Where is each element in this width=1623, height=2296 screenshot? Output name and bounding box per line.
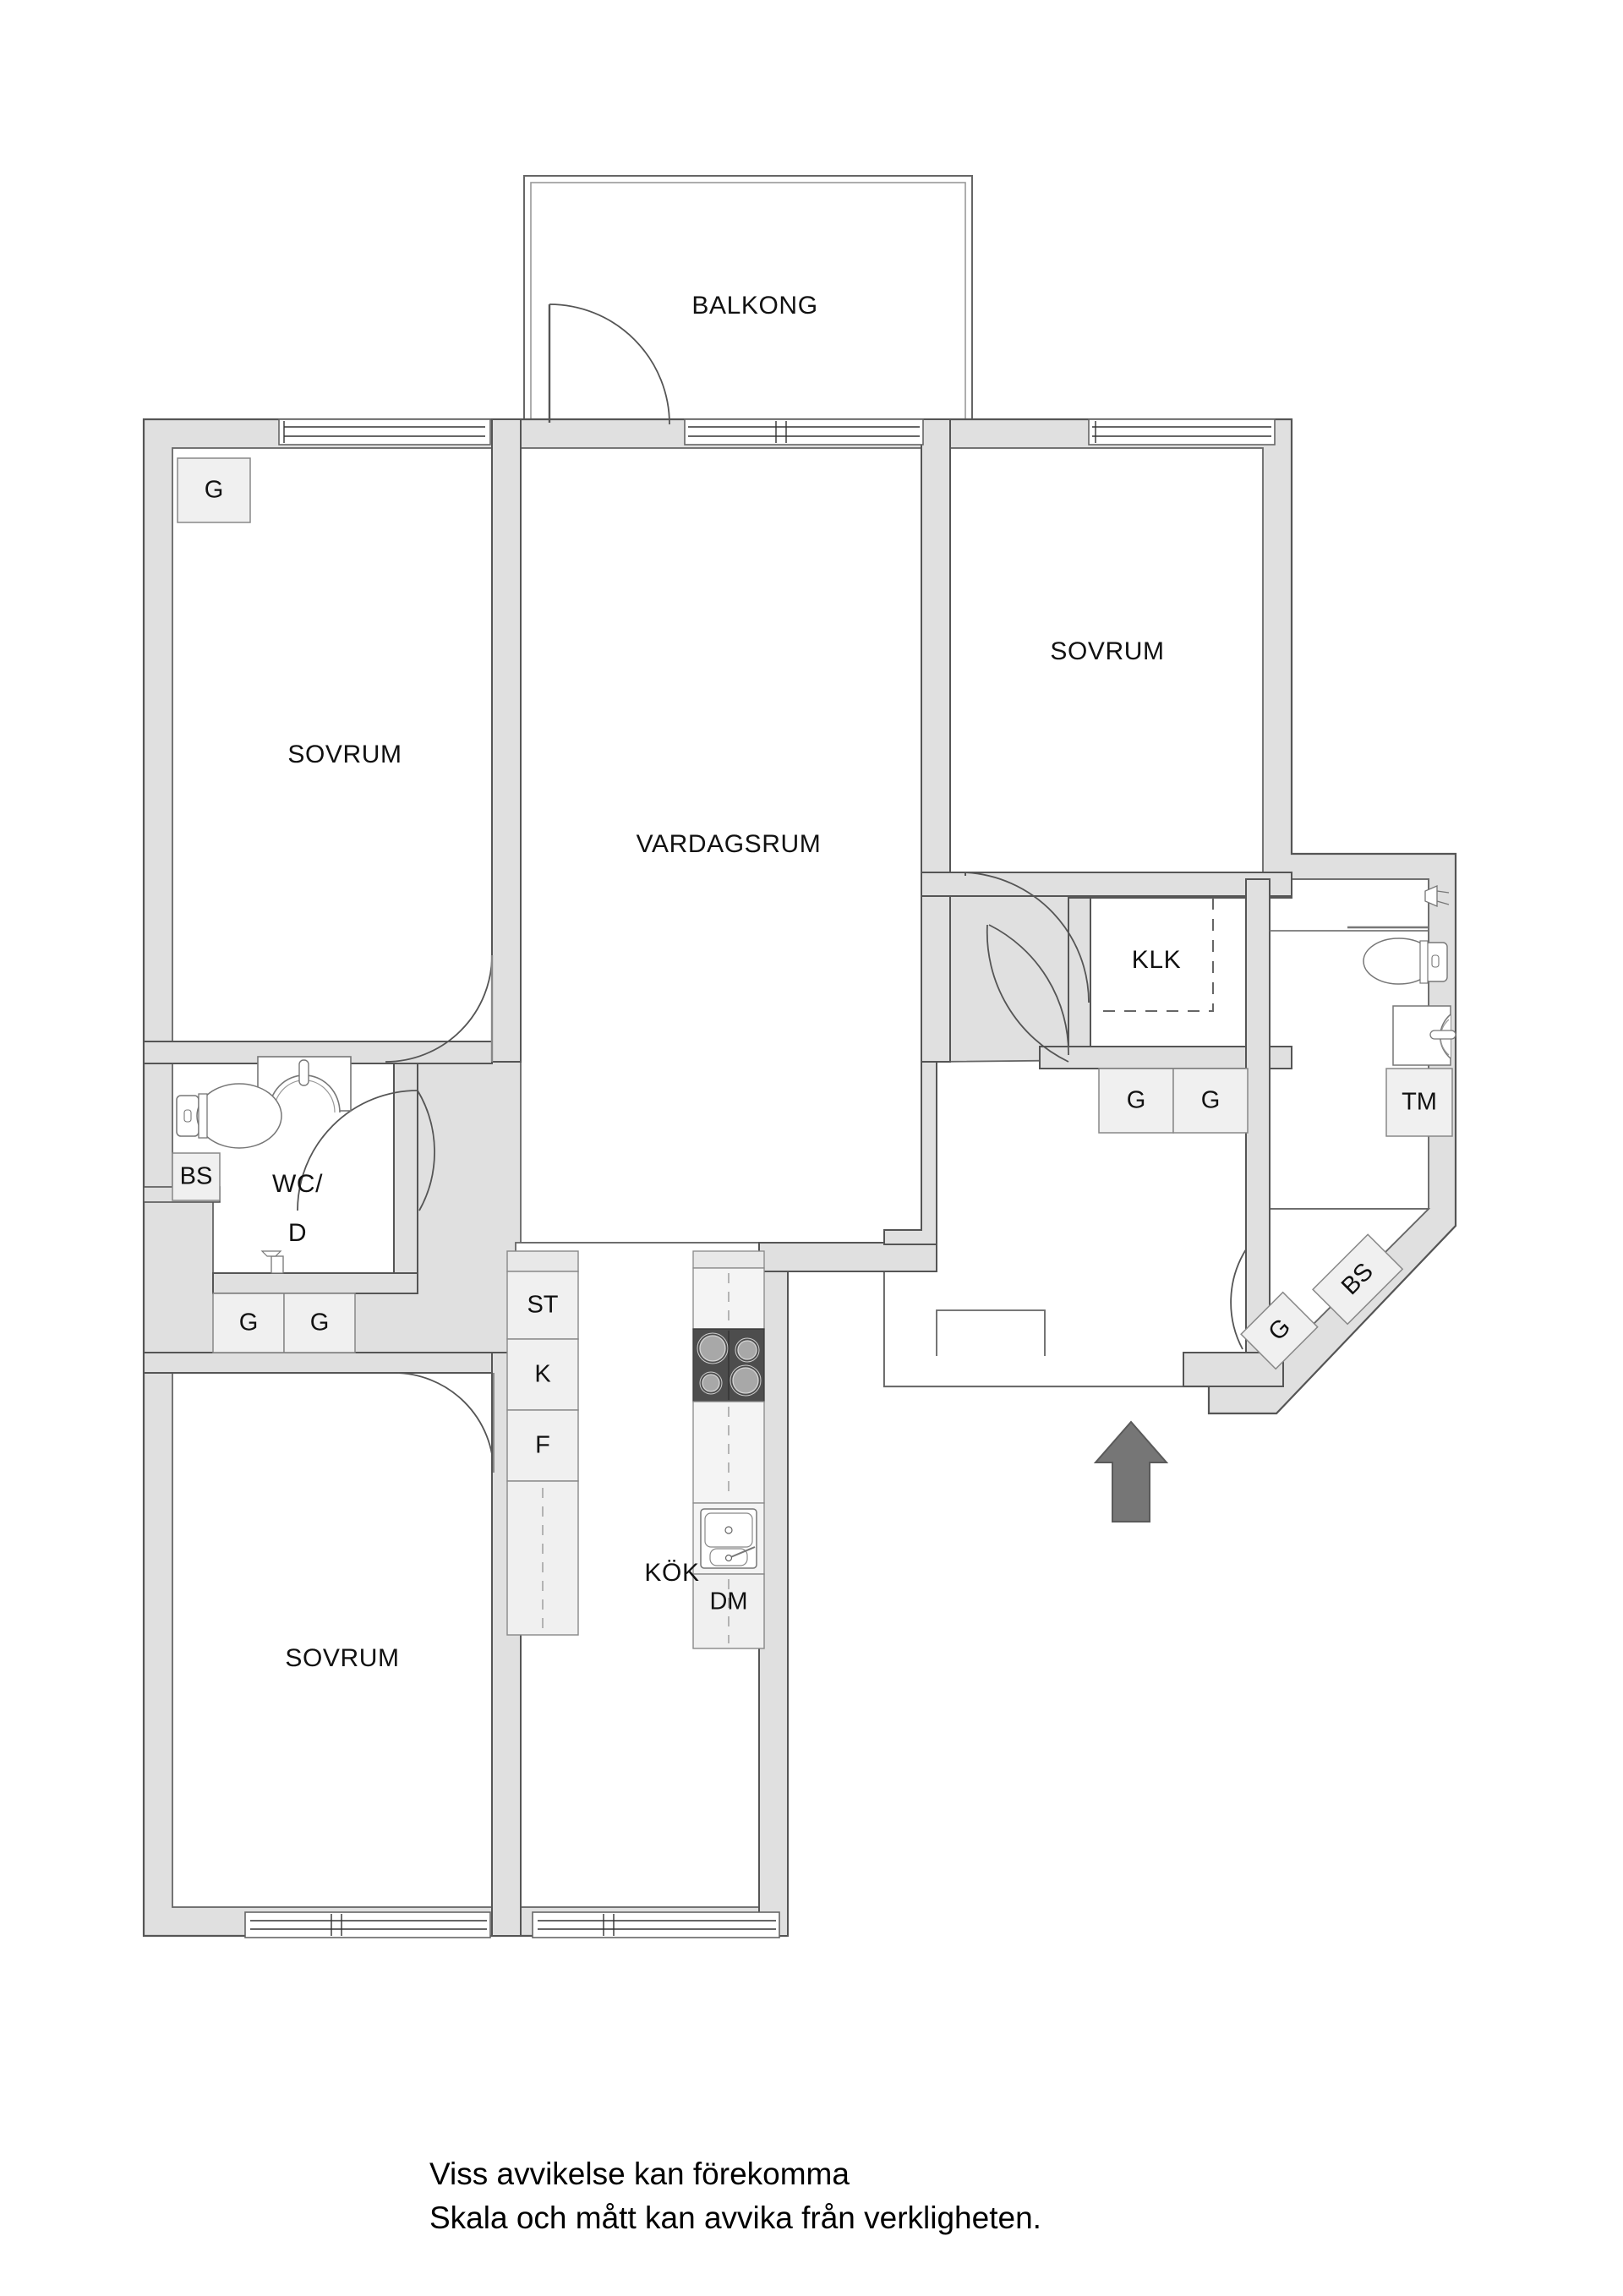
fixture-label: G <box>1201 1087 1221 1114</box>
window <box>684 418 924 446</box>
window <box>278 418 491 446</box>
room-label-vardagsrum: VARDAGSRUM <box>637 830 822 858</box>
window <box>532 1911 780 1938</box>
room-label-klk: KLK <box>1132 946 1182 974</box>
room-label-balkong: BALKONG <box>691 292 817 320</box>
fixture-label: G <box>310 1309 330 1337</box>
fixture-label: K <box>534 1361 551 1388</box>
window <box>1088 418 1276 446</box>
kitchen-counter-left <box>506 1480 579 1636</box>
fixture-box-g-nw-bedroom: G <box>177 457 251 523</box>
toilet-icon <box>176 1083 282 1149</box>
fixture-box-g-klk-right: G <box>1172 1068 1249 1134</box>
fixture-label: ST <box>527 1292 558 1319</box>
fixture-label: DM <box>709 1588 747 1615</box>
fixture-label: G <box>1127 1087 1146 1114</box>
room-label-sovrum-ne: SOVRUM <box>1050 637 1164 665</box>
fixture-box-tm: TM <box>1385 1068 1453 1137</box>
fixture-box-st: ST <box>506 1271 579 1340</box>
fixture-box-dm: DM <box>692 1573 765 1649</box>
entrance-direction-arrow <box>1093 1420 1169 1522</box>
bathroom-fixtures: TM BS G <box>1240 885 1456 1370</box>
fixture-label: TM <box>1402 1089 1437 1116</box>
wc-fixtures: BS G G <box>172 1056 356 1353</box>
fixture-box-g-wc-left: G <box>212 1293 285 1353</box>
balcony-area <box>523 175 973 422</box>
toilet-icon <box>1363 938 1448 985</box>
fixture-box-g-klk-left: G <box>1098 1068 1174 1134</box>
fixture-label: F <box>535 1432 550 1459</box>
fixture-box-g-hall: G <box>1240 1291 1319 1370</box>
fixture-label: BS <box>180 1163 213 1190</box>
fixture-box-bs-wc: BS <box>172 1152 221 1201</box>
window <box>244 1911 491 1938</box>
shower-icon <box>1424 885 1450 907</box>
disclaimer-block: Viss avvikelse kan förekomma Skala och m… <box>429 2157 1041 2235</box>
disclaimer-line-2: Skala och mått kan avvika från verklighe… <box>429 2200 1041 2235</box>
room-labels: BALKONG SOVRUM VARDAGSRUM SOVRUM KLK WC/… <box>272 292 1181 1672</box>
faucet-icon <box>260 1250 284 1274</box>
fixture-label: G <box>239 1309 259 1337</box>
room-label-sovrum-sw: SOVRUM <box>285 1644 399 1672</box>
kitchen-left-units: ST K F <box>506 1250 579 1636</box>
klk-shelving <box>1094 898 1214 1012</box>
disclaimer-line-1: Viss avvikelse kan förekomma <box>429 2157 850 2191</box>
room-label-kok: KÖK <box>644 1559 699 1587</box>
kitchen-right-units: DM <box>692 1250 765 1649</box>
fixture-box-k: K <box>506 1338 579 1411</box>
room-label-wc-line2: D <box>288 1219 307 1247</box>
room-label-sovrum-nw: SOVRUM <box>287 741 402 768</box>
fixture-box-f: F <box>506 1409 579 1482</box>
fixture-box-g-wc-right: G <box>283 1293 356 1353</box>
sink-icon <box>692 1502 765 1575</box>
hall-step-outline <box>936 1309 1046 1356</box>
windows <box>244 418 1276 1938</box>
room-label-wc-line1: WC/ <box>272 1170 323 1198</box>
washbasin-icon <box>1392 1005 1456 1066</box>
fixture-box-bs-bathroom: BS <box>1312 1233 1404 1326</box>
door-swings <box>297 303 1247 1473</box>
fixture-label: G <box>205 477 224 504</box>
stove-icon <box>692 1328 765 1402</box>
